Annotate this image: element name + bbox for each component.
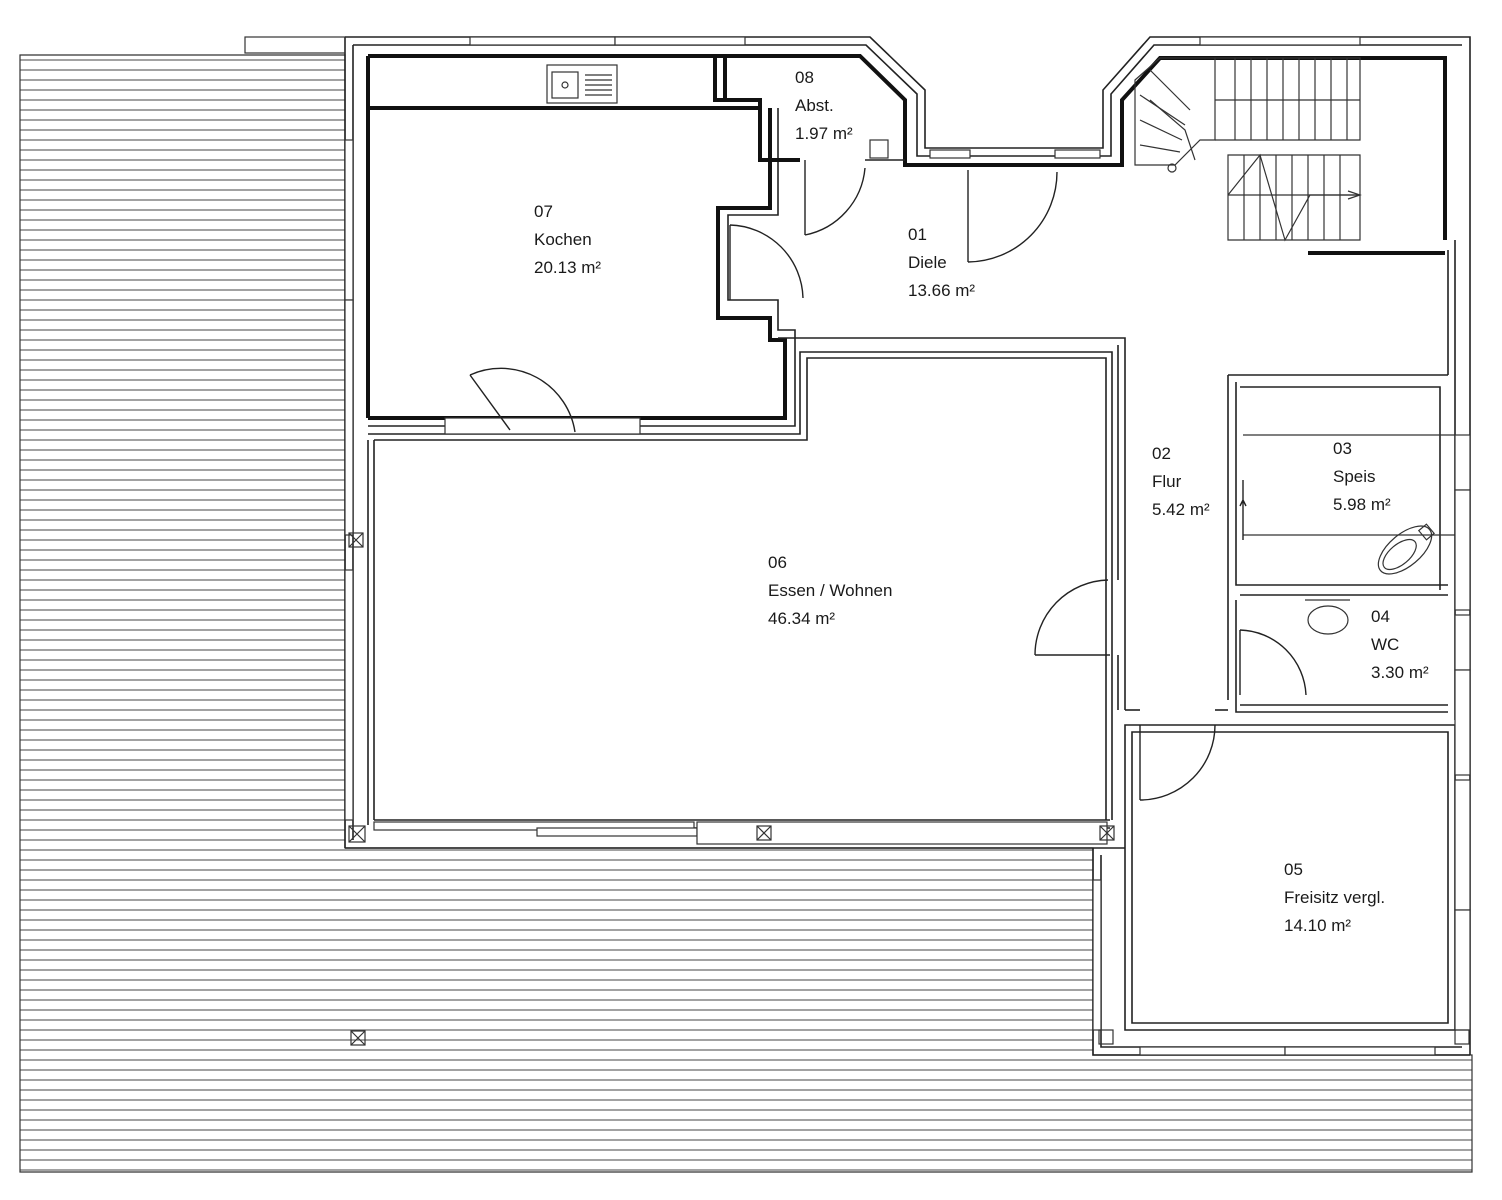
room-name: Kochen — [534, 230, 592, 249]
room-area: 3.30 m² — [1371, 663, 1429, 682]
terrace-decking — [19, 54, 1473, 1173]
room-area: 5.98 m² — [1333, 495, 1391, 514]
room-number: 03 — [1333, 439, 1352, 458]
room-name: Freisitz vergl. — [1284, 888, 1385, 907]
room-area-unit: m² — [833, 124, 853, 143]
room-area-unit: m² — [581, 258, 601, 277]
room-area-unit: m² — [1371, 495, 1391, 514]
room-number: 04 — [1371, 607, 1390, 626]
stair-icon — [1134, 57, 1362, 242]
toilet-icon — [1305, 523, 1435, 635]
room-area-unit: m² — [1409, 663, 1429, 682]
doors — [469, 160, 1307, 801]
room-area-value: 5.42 — [1152, 500, 1190, 519]
stair-tread — [1139, 119, 1183, 141]
room-name: Flur — [1152, 472, 1182, 491]
room-number: 08 — [795, 68, 814, 87]
room-number: 02 — [1152, 444, 1171, 463]
room-area-value: 13.66 — [908, 281, 955, 300]
room-area: 13.66 m² — [908, 281, 975, 300]
room-number: 07 — [534, 202, 553, 221]
windows — [344, 36, 1471, 1056]
fixture-icon — [869, 139, 889, 159]
stair-tread — [1139, 144, 1181, 153]
room-area-unit: m² — [955, 281, 975, 300]
room-area-value: 14.10 — [1284, 916, 1331, 935]
room-area-unit: m² — [1331, 916, 1351, 935]
room-area-value: 1.97 — [795, 124, 833, 143]
room-area-value: 20.13 — [534, 258, 581, 277]
room-area-value: 5.98 — [1333, 495, 1371, 514]
room-area: 14.10 m² — [1284, 916, 1351, 935]
room-area-value: 46.34 — [768, 609, 815, 628]
room-area-value: 3.30 — [1371, 663, 1409, 682]
room-name: Abst. — [795, 96, 834, 115]
room-name: Diele — [908, 253, 947, 272]
room-area-unit: m² — [815, 609, 835, 628]
room-area: 46.34 m² — [768, 609, 835, 628]
room-name: Essen / Wohnen — [768, 581, 892, 600]
room-area: 20.13 m² — [534, 258, 601, 277]
sink-icon — [546, 64, 618, 104]
room-area: 1.97 m² — [795, 124, 853, 143]
stair-tread — [1149, 69, 1191, 111]
room-name: WC — [1371, 635, 1399, 654]
interior-walls — [368, 54, 1456, 820]
column-icon — [348, 532, 1470, 1046]
room-number: 05 — [1284, 860, 1303, 879]
room-area: 5.42 m² — [1152, 500, 1210, 519]
room-area-unit: m² — [1190, 500, 1210, 519]
room-number: 01 — [908, 225, 927, 244]
room-name: Speis — [1333, 467, 1376, 486]
room-number: 06 — [768, 553, 787, 572]
